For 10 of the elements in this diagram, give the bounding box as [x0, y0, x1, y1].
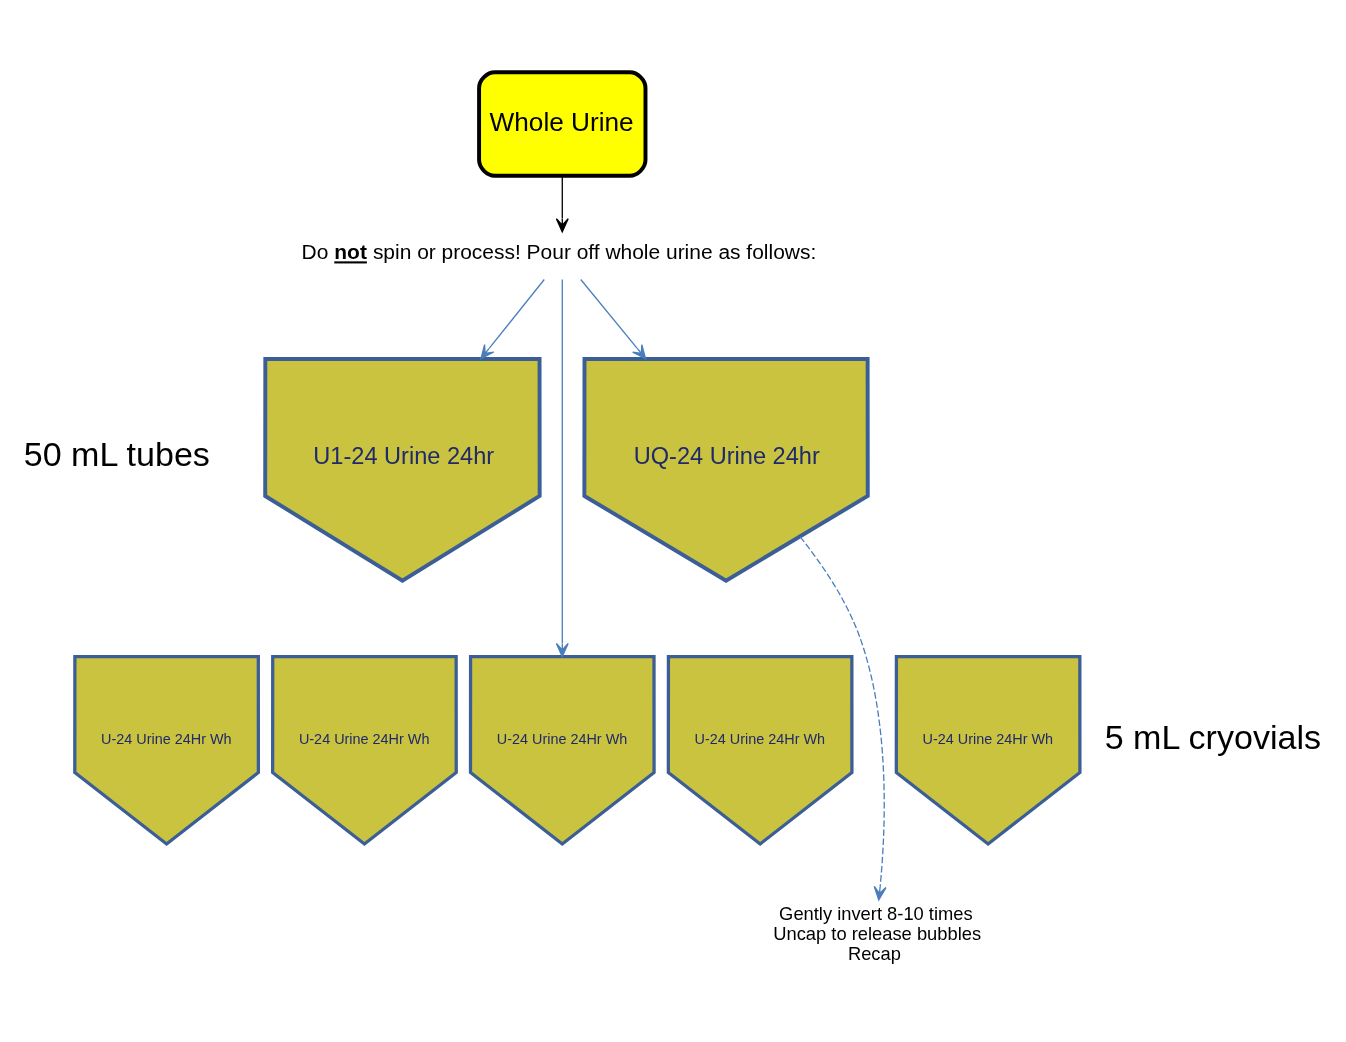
node-text: Do not spin or process! Pour off whole urine as follows:	[301, 240, 817, 264]
label: 50 mL tubes	[23, 435, 210, 474]
arrow	[580, 278, 647, 360]
arrow	[555, 175, 569, 233]
arrow	[799, 536, 887, 901]
label: 5 mL cryovials	[1104, 717, 1322, 756]
node-box: Whole Urine	[477, 70, 648, 178]
node-text: Gently invert 8-10 times Uncap to release bubbles Recap	[773, 903, 982, 964]
arrow	[555, 278, 569, 658]
arrow	[480, 278, 545, 360]
